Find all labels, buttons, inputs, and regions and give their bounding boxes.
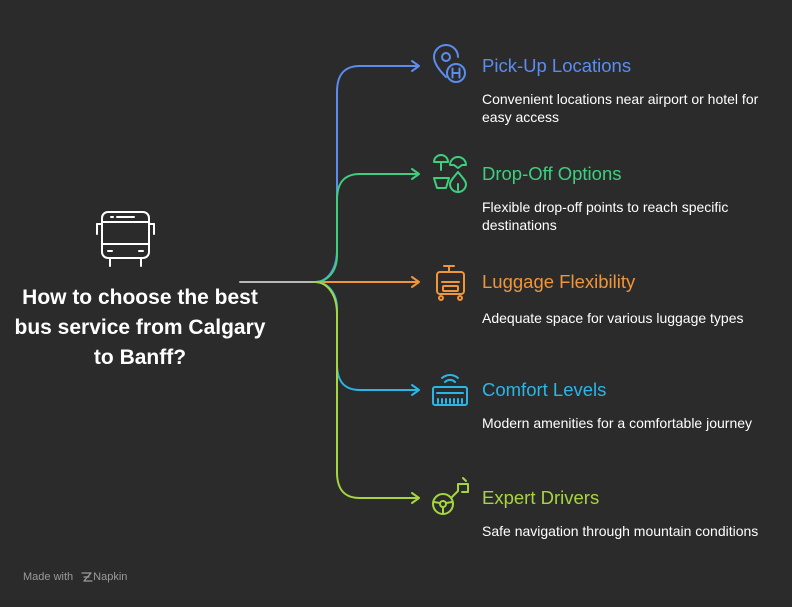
luggage-icon [436, 265, 465, 301]
made-with-label: Made with [23, 571, 74, 583]
connector-drivers [314, 281, 419, 499]
item-desc-pick-up: Convenient locations near airport or hot… [482, 91, 759, 125]
arrowhead-drivers [411, 492, 420, 504]
map-pin-hotel-icon [433, 44, 466, 83]
air-conditioner-icon [432, 374, 468, 406]
connector-comfort [314, 281, 419, 391]
made-with-footer: Made with Napkin [23, 571, 127, 583]
steering-wheel-icon [432, 477, 469, 515]
napkin-brand-label: Napkin [93, 571, 128, 583]
item-title-comfort: Comfort Levels [482, 379, 607, 400]
item-desc-drop-off: Flexible drop-off points to reach specif… [482, 199, 729, 233]
diagram-title: How to choose the best bus service from … [14, 286, 266, 369]
destinations-icon [433, 154, 467, 193]
item-desc-luggage: Adequate space for various luggage types [482, 310, 744, 326]
item-title-drivers: Expert Drivers [482, 487, 600, 508]
napkin-logo-icon [81, 572, 93, 582]
item-title-drop-off: Drop-Off Options [482, 163, 622, 184]
item-title-luggage: Luggage Flexibility [482, 271, 636, 292]
arrowhead-drop-off [411, 168, 420, 180]
arrowhead-pick-up [411, 60, 420, 72]
item-desc-comfort: Modern amenities for a comfortable journ… [482, 415, 753, 431]
arrowhead-luggage [411, 276, 420, 288]
arrowhead-comfort [411, 384, 420, 396]
item-title-pick-up: Pick-Up Locations [482, 55, 632, 76]
item-desc-drivers: Safe navigation through mountain conditi… [482, 523, 759, 539]
connector-drop-off [314, 173, 419, 283]
connectors [239, 60, 420, 504]
bus-icon [96, 211, 155, 267]
